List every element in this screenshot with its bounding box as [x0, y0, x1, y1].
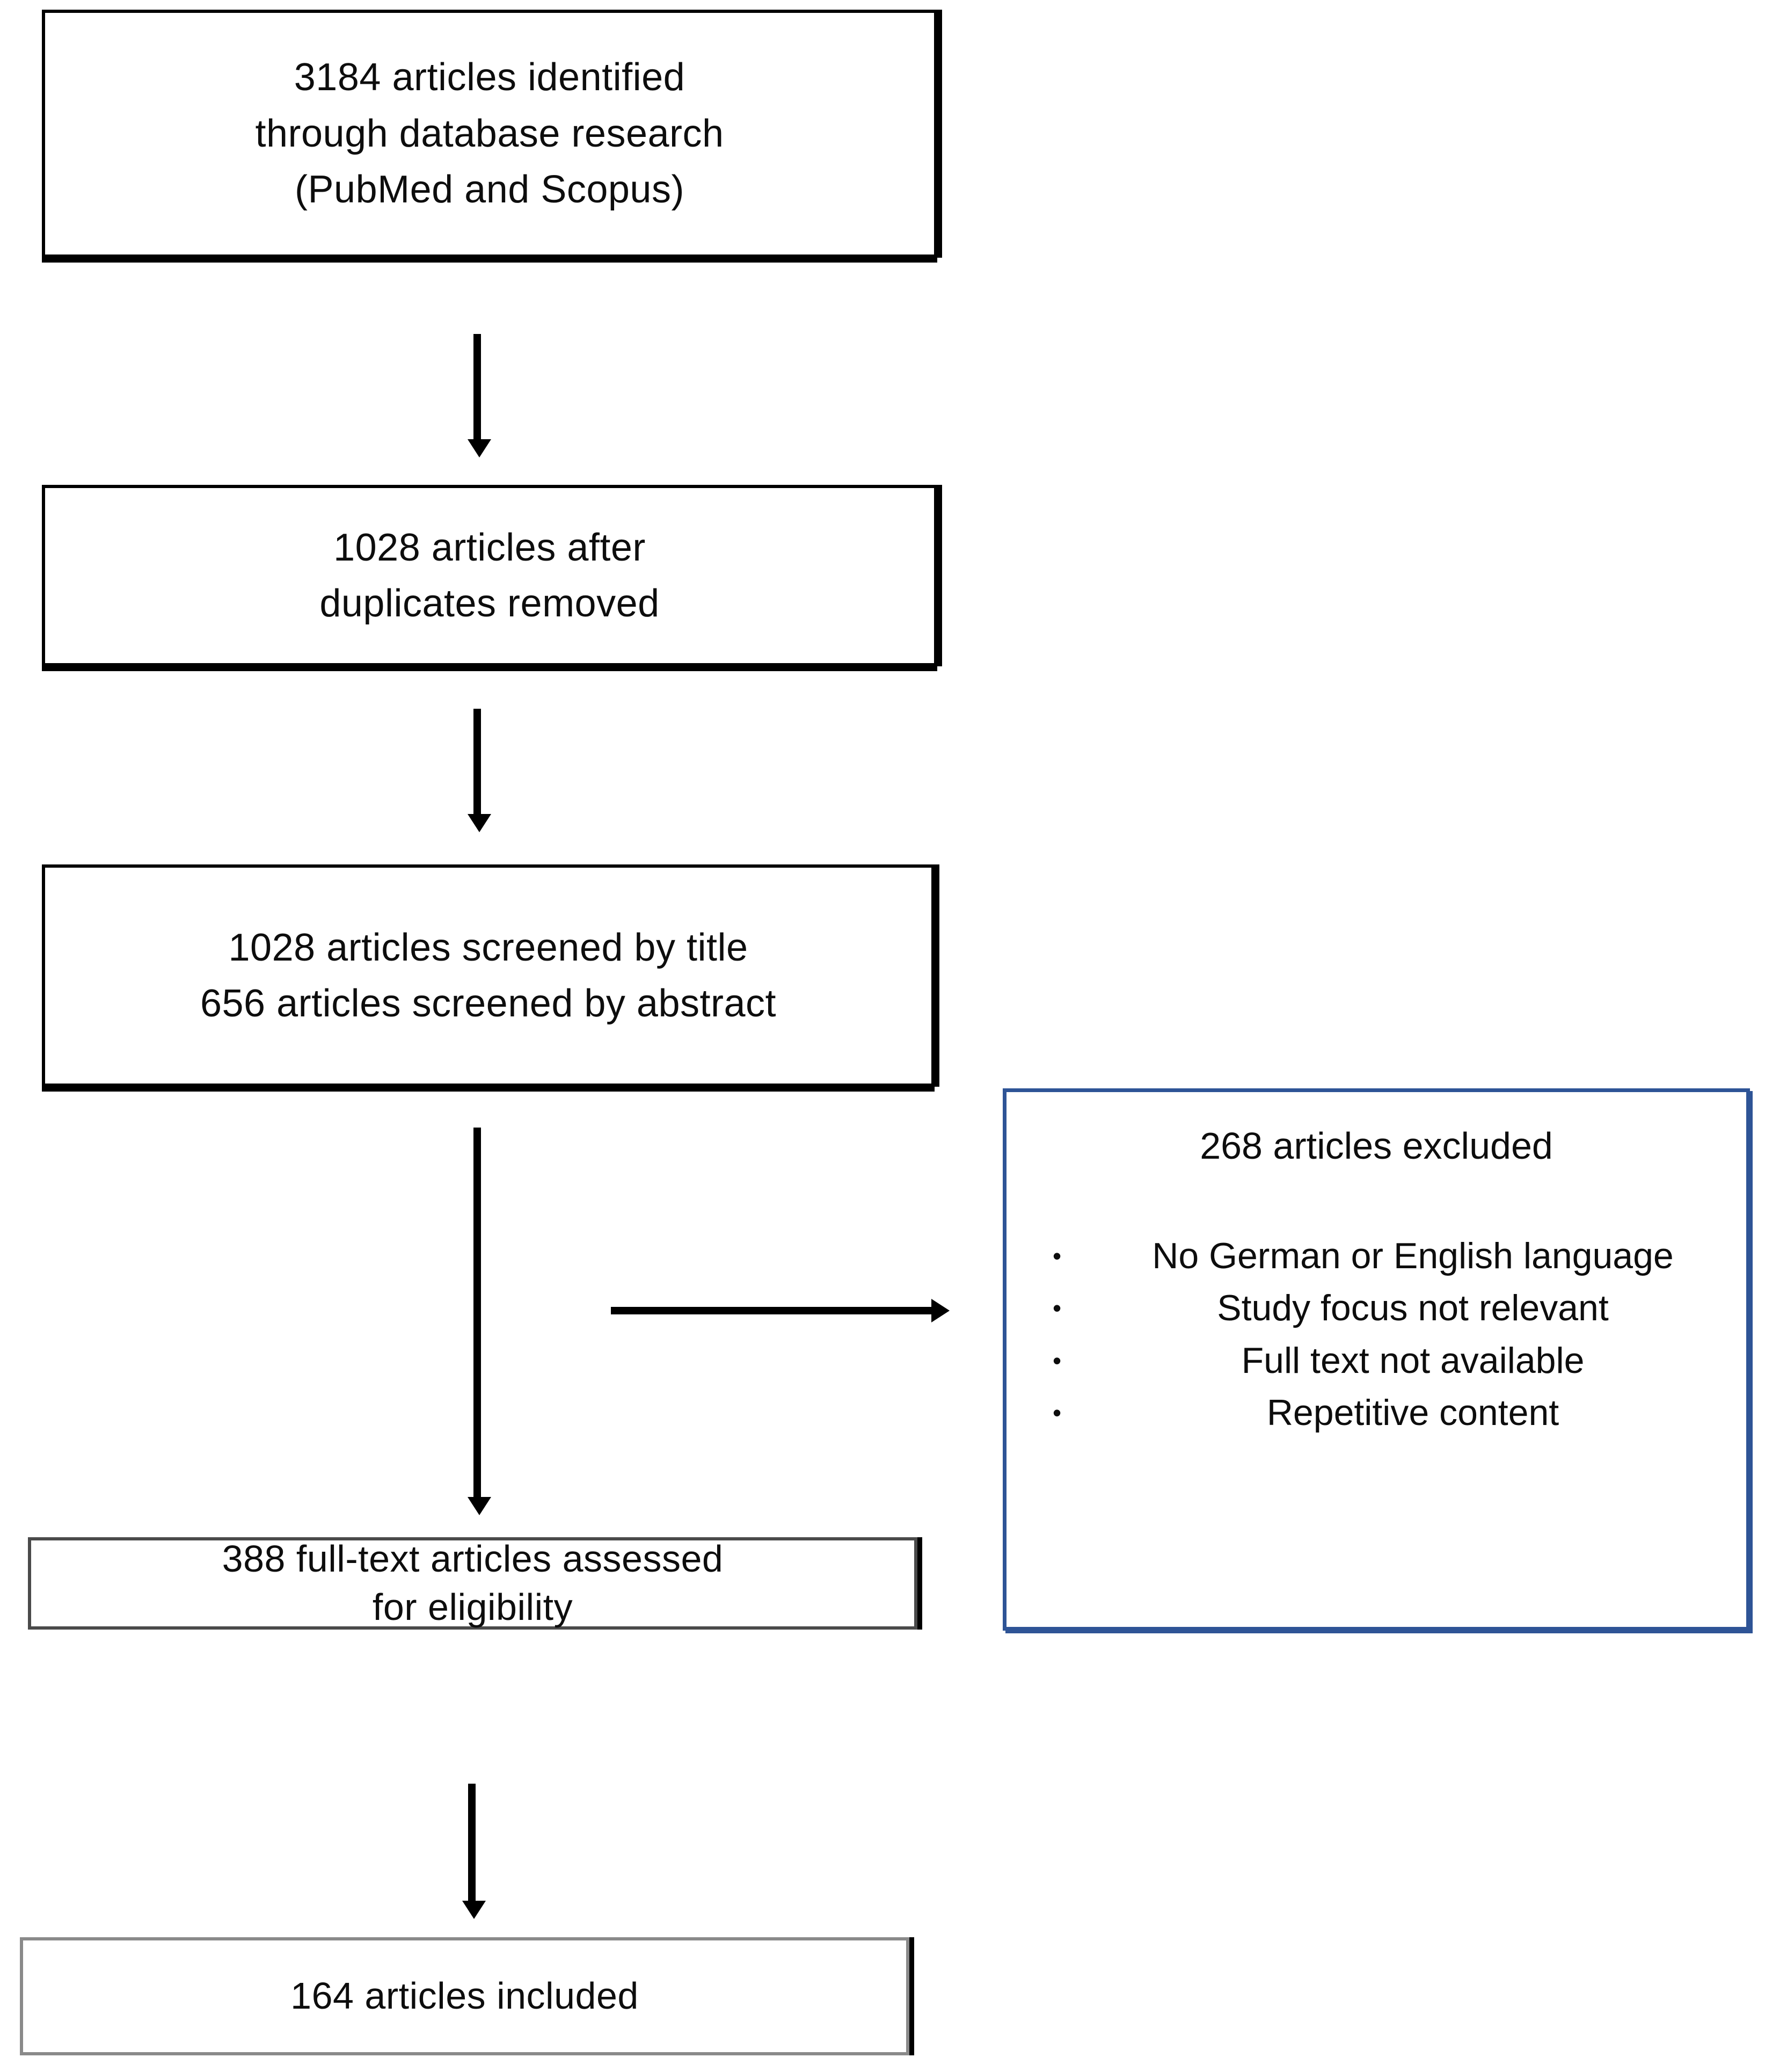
list-item: • Full text not available [1031, 1337, 1722, 1384]
arrow-duplicates-to-screened-shaft [473, 709, 481, 815]
box-line: 1028 articles screened by title [228, 926, 748, 969]
box-duplicates-removed: 1028 articles after duplicates removed [42, 485, 937, 666]
excluded-reason-text: Repetitive content [1266, 1392, 1559, 1434]
excluded-reason-text: Full text not available [1241, 1340, 1585, 1381]
box-line: (PubMed and Scopus) [295, 168, 684, 212]
arrow-fulltext-to-included-shaft [468, 1784, 476, 1903]
bullet-icon: • [1053, 1242, 1062, 1270]
box-line: for eligibility [372, 1586, 573, 1628]
box-line: 3184 articles identified [294, 56, 685, 99]
arrow-fulltext-to-included-head [462, 1901, 486, 1919]
box-line: 164 articles included [290, 1975, 639, 2017]
bullet-icon: • [1053, 1294, 1062, 1322]
box-line: 656 articles screened by abstract [200, 982, 777, 1025]
arrow-identified-to-duplicates-shaft [473, 334, 481, 440]
excluded-reason-text: No German or English language [1152, 1235, 1674, 1276]
excluded-content: 268 articles excluded • No German or Eng… [1007, 1092, 1746, 1627]
list-item: • Repetitive content [1031, 1390, 1722, 1436]
arrow-identified-to-duplicates-head [468, 439, 491, 457]
bullet-icon: • [1053, 1399, 1062, 1427]
arrow-duplicates-to-screened-head [468, 814, 491, 832]
bullet-icon: • [1053, 1346, 1062, 1375]
arrow-screened-to-excluded-head [931, 1299, 950, 1322]
excluded-title: 268 articles excluded [1200, 1125, 1553, 1167]
box-line: 1028 articles after [333, 526, 646, 569]
box-articles-screened: 1028 articles screened by title 656 arti… [42, 864, 935, 1087]
arrow-screened-to-excluded-shaft [611, 1307, 933, 1314]
excluded-reason-text: Study focus not relevant [1217, 1288, 1609, 1329]
box-line: duplicates removed [319, 582, 660, 625]
box-articles-included: 164 articles included [20, 1937, 909, 2055]
box-line: 388 full-text articles assessed [222, 1538, 724, 1580]
box-line: through database research [255, 112, 724, 155]
box-articles-excluded: 268 articles excluded • No German or Eng… [1003, 1088, 1750, 1631]
excluded-reasons-list: • No German or English language • Study … [1031, 1233, 1722, 1442]
box-articles-identified: 3184 articles identified through databas… [42, 10, 937, 258]
arrow-screened-to-fulltext-shaft [473, 1128, 481, 1498]
list-item: • No German or English language [1031, 1233, 1722, 1279]
box-fulltext-assessed: 388 full-text articles assessed for elig… [28, 1537, 917, 1630]
list-item: • Study focus not relevant [1031, 1285, 1722, 1332]
arrow-screened-to-fulltext-head [468, 1497, 491, 1515]
